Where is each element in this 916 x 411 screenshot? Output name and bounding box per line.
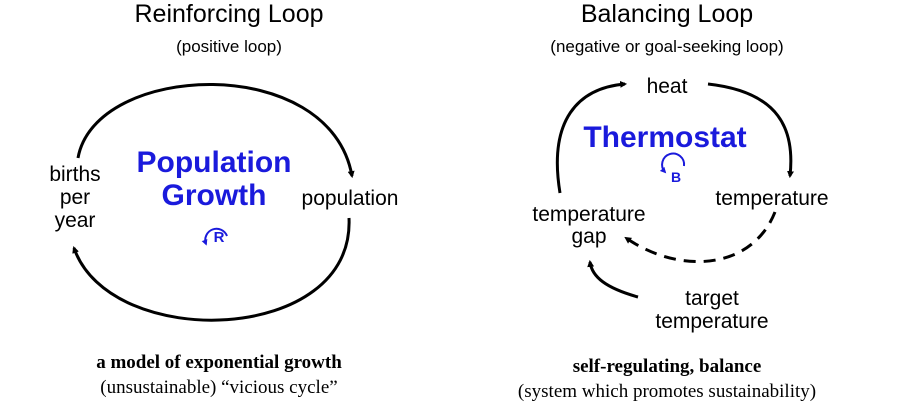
reinforcing-subtitle: (positive loop) — [176, 37, 282, 56]
thermostat-label: Thermostat — [583, 121, 746, 154]
reinforcing-caption-sub: (unsustainable) “vicious cycle” — [100, 377, 337, 398]
temperature-to-gap-arrow — [624, 211, 777, 264]
reinforcing-marker-letter: R — [214, 229, 225, 246]
target-temperature-line1: target — [685, 287, 739, 310]
reinforcing-title: Reinforcing Loop — [134, 0, 323, 28]
population-growth-line1: Population — [137, 146, 292, 179]
top-causal-arrow — [76, 83, 355, 179]
reinforcing-caption-bold: a model of exponential growth — [96, 352, 342, 373]
balancing-subtitle: (negative or goal-seeking loop) — [550, 37, 783, 56]
births-label-line1: births — [49, 163, 100, 186]
heat-to-temperature-arrow — [707, 82, 795, 179]
births-label-line2: per — [60, 186, 90, 209]
temperature-gap-line1: temperature — [532, 203, 645, 226]
population-label: population — [302, 187, 399, 210]
heat-label: heat — [647, 75, 688, 98]
reinforcing-marker-icon: R — [201, 227, 228, 246]
temperature-label: temperature — [715, 187, 828, 210]
balancing-marker-icon: B — [659, 152, 686, 185]
balancing-title: Balancing Loop — [581, 0, 753, 28]
bottom-causal-arrow — [72, 217, 351, 322]
population-growth-line2: Growth — [162, 179, 267, 212]
births-label-line3: year — [55, 209, 96, 232]
reinforcing-loop-panel: Reinforcing Loop (positive loop) Populat… — [49, 0, 398, 398]
balancing-loop-panel: Balancing Loop (negative or goal-seeking… — [518, 0, 829, 402]
gap-to-heat-arrow — [555, 80, 628, 194]
balancing-caption-bold: self-regulating, balance — [573, 356, 762, 377]
temperature-gap-line2: gap — [571, 225, 606, 248]
target-temperature-line2: temperature — [655, 310, 768, 333]
balancing-marker-letter: B — [671, 169, 681, 185]
target-to-gap-arrow — [587, 259, 639, 299]
balancing-caption-sub: (system which promotes sustainability) — [518, 381, 816, 402]
